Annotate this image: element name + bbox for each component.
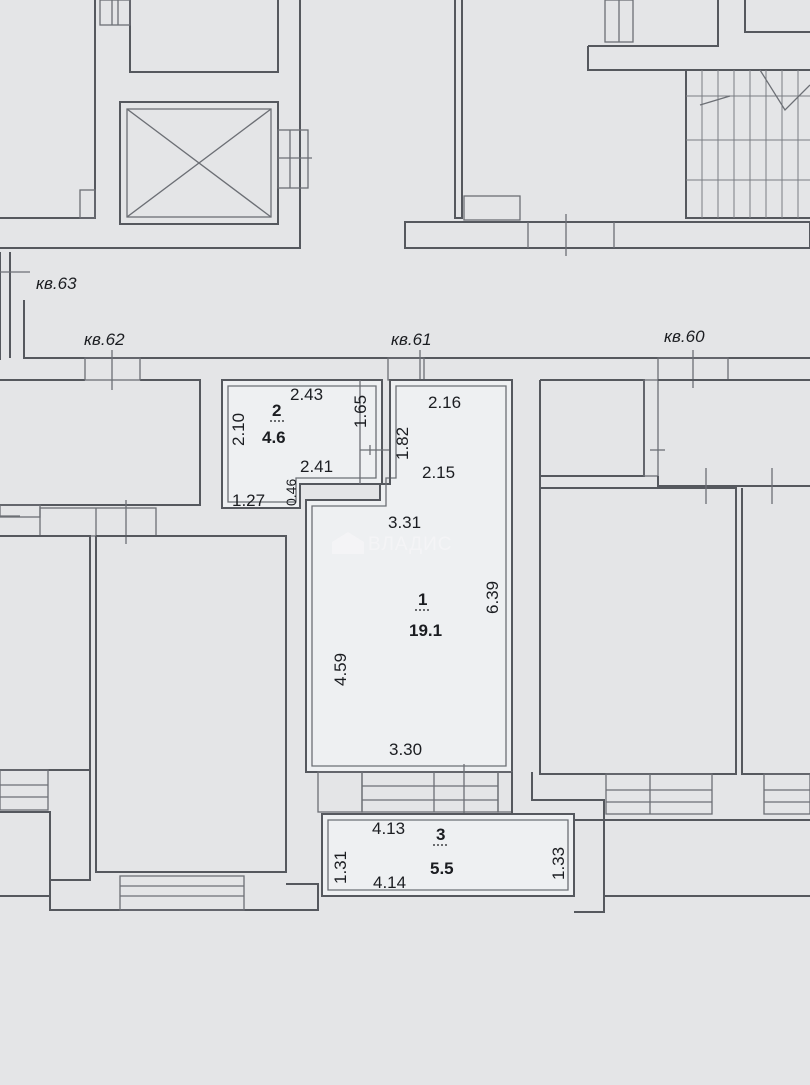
dim-4-13: 4.13: [372, 819, 405, 838]
apartment-labels: кв.63 кв.62 кв.61 кв.60: [36, 274, 705, 349]
dim-6-39: 6.39: [483, 581, 502, 614]
apt-62-label: кв.62: [84, 330, 125, 349]
left-neighbor-unit: [0, 380, 319, 911]
dim-1-31: 1.31: [331, 851, 350, 884]
room-labels: 2 4.6 1 19.1 3 5.5: [262, 401, 454, 878]
dim-2-10: 2.10: [229, 413, 248, 446]
dim-1-33: 1.33: [549, 847, 568, 880]
right-neighbor-unit: [539, 379, 810, 897]
room-2-area: 4.6: [262, 428, 286, 447]
dim-4-14: 4.14: [373, 873, 406, 892]
room-2-bathroom: [221, 379, 390, 509]
apt-63-label: кв.63: [36, 274, 77, 293]
dim-1-82: 1.82: [393, 427, 412, 460]
apt-60-label: кв.60: [664, 327, 705, 346]
dim-2-41: 2.41: [300, 457, 333, 476]
elevator-shaft: [119, 101, 312, 225]
window-room-1: [317, 764, 513, 820]
corridor-walls: [0, 252, 810, 505]
room-1-number: 1: [418, 590, 427, 609]
dim-3-31: 3.31: [388, 513, 421, 532]
dim-4-59: 4.59: [331, 653, 350, 686]
dim-1-65: 1.65: [351, 395, 370, 428]
room-1-area: 19.1: [409, 621, 442, 640]
room-3-number: 3: [436, 825, 445, 844]
watermark-text: ВЛАДИС: [368, 534, 452, 555]
room-3-loggia: [321, 772, 605, 913]
stair-steps: [686, 69, 810, 218]
stair-block: [404, 0, 810, 256]
room-2-number: 2: [272, 401, 281, 420]
dim-1-27: 1.27: [232, 491, 265, 510]
dim-2-15: 2.15: [422, 463, 455, 482]
dim-0-46: 0.46: [283, 479, 299, 506]
room-1-living: [305, 379, 513, 773]
dim-2-16: 2.16: [428, 393, 461, 412]
top-building-walls: [0, 0, 301, 249]
watermark-logo: ВЛАДИС: [332, 532, 452, 555]
room-3-area: 5.5: [430, 859, 454, 878]
dim-3-30: 3.30: [389, 740, 422, 759]
dim-2-43: 2.43: [290, 385, 323, 404]
apt-61-label: кв.61: [391, 330, 432, 349]
dimension-labels: 2.43 2.10 1.65 1.82 2.16 2.41 0.46 1.27 …: [229, 385, 568, 892]
